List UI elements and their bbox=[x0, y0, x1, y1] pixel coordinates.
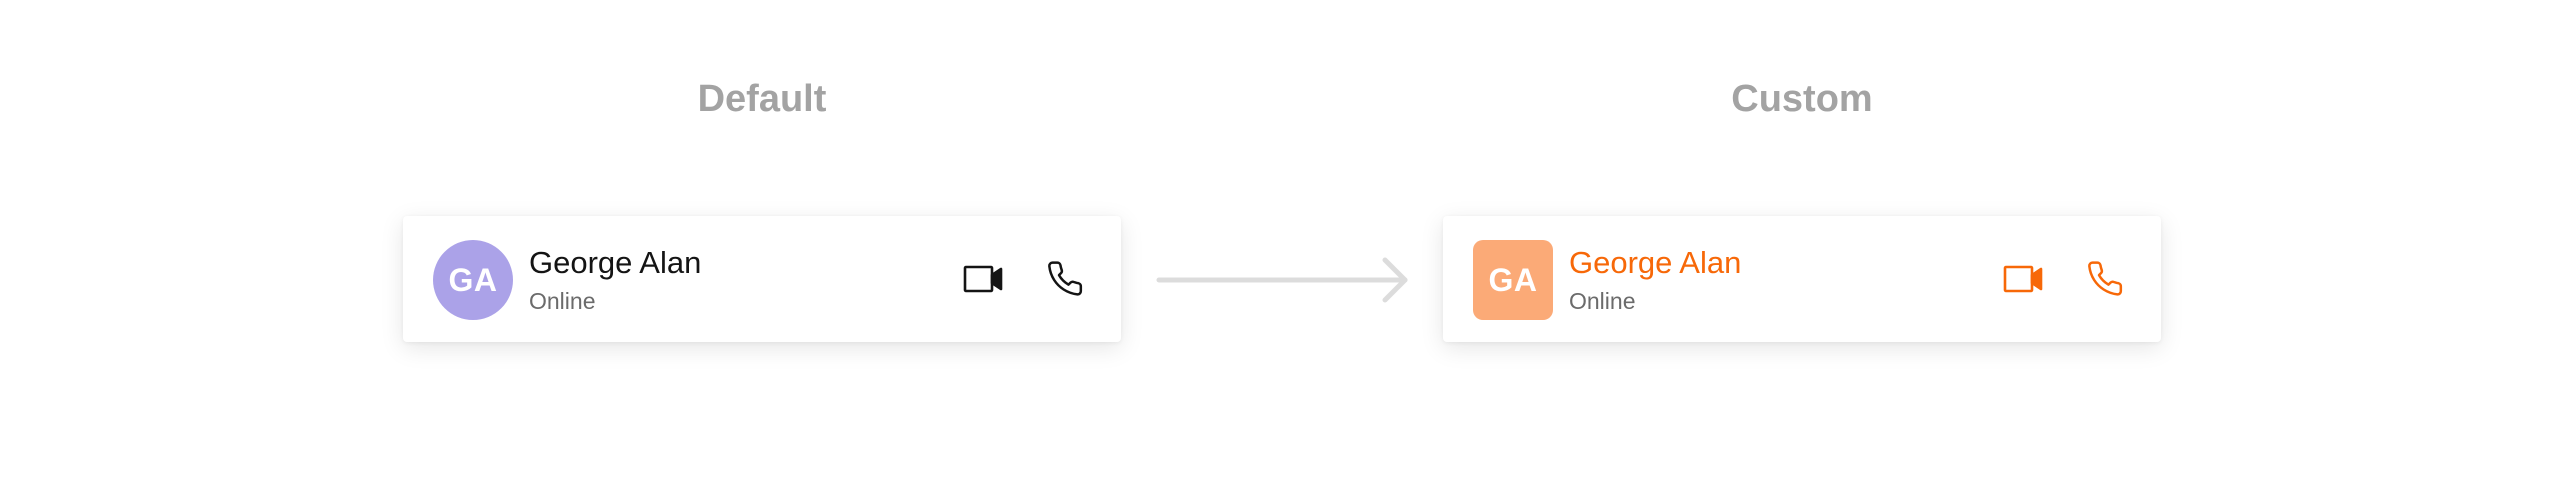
custom-voice-call-button[interactable] bbox=[2083, 259, 2127, 299]
phone-icon bbox=[1048, 261, 1083, 296]
custom-section-title: Custom bbox=[1731, 78, 1873, 120]
default-avatar: GA bbox=[433, 240, 513, 320]
default-contact-name: George Alan bbox=[529, 245, 702, 280]
video-camera-icon bbox=[2003, 265, 2043, 293]
custom-video-call-button[interactable] bbox=[2002, 259, 2046, 299]
default-video-call-button[interactable] bbox=[962, 259, 1006, 299]
video-camera-icon bbox=[963, 265, 1003, 293]
custom-contact-status: Online bbox=[1569, 288, 1636, 314]
custom-call-header-card: GA George Alan Online bbox=[1443, 216, 2161, 342]
custom-avatar-initials: GA bbox=[1488, 261, 1538, 298]
default-voice-call-button[interactable] bbox=[1043, 259, 1087, 299]
phone-icon bbox=[2088, 261, 2123, 296]
custom-contact-name: George Alan bbox=[1569, 245, 1742, 280]
default-avatar-initials: GA bbox=[448, 261, 498, 298]
default-call-header-card: GA George Alan Online bbox=[403, 216, 1121, 342]
default-section-title: Default bbox=[697, 78, 827, 120]
custom-avatar: GA bbox=[1473, 240, 1553, 320]
arrow-right-icon bbox=[1156, 257, 1408, 303]
default-contact-status: Online bbox=[529, 288, 596, 314]
